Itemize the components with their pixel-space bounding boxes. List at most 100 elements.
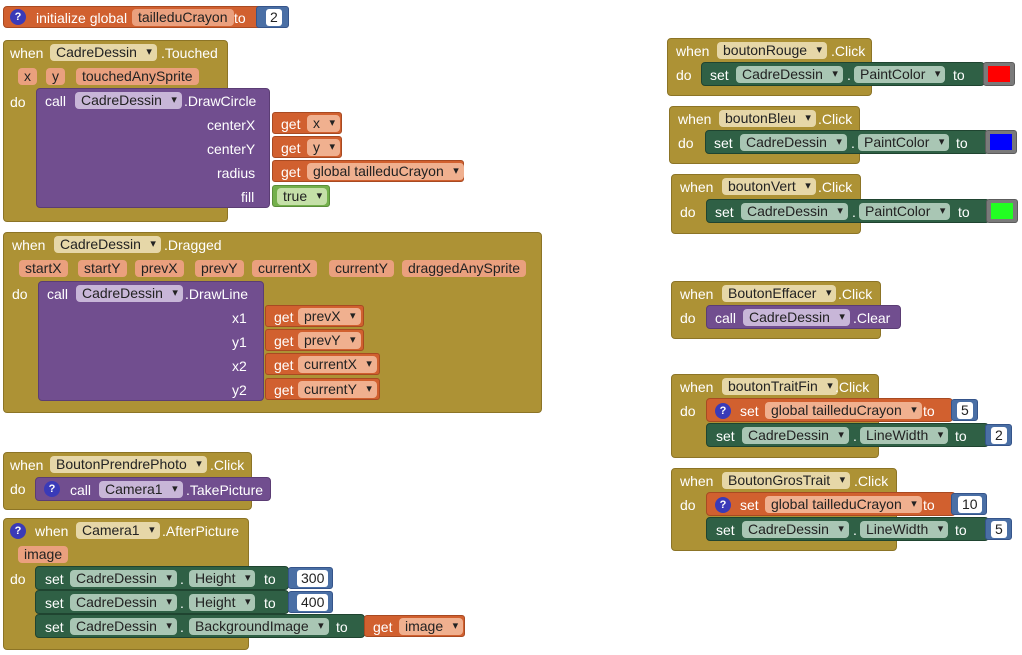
component-dropdown[interactable]: CadreDessin (54, 236, 161, 253)
component-dropdown[interactable]: CadreDessin (76, 285, 183, 302)
component-dropdown[interactable]: CadreDessin (75, 92, 182, 109)
number-400-block[interactable]: 400 (288, 591, 333, 613)
help-icon[interactable]: ? (10, 9, 26, 25)
help-icon[interactable]: ? (715, 497, 731, 513)
global-name-field[interactable]: tailleduCrayon (132, 9, 234, 26)
component-dropdown[interactable]: boutonVert (722, 178, 816, 195)
param-image[interactable]: image (18, 546, 69, 563)
set-paintcolor-green-block[interactable]: set CadreDessin . PaintColor to (706, 199, 990, 223)
number-field[interactable]: 400 (297, 594, 329, 611)
set-global-10-block[interactable]: ? set global tailleduCrayon to (706, 492, 956, 516)
component-dropdown[interactable]: CadreDessin (70, 570, 177, 587)
property-dropdown[interactable]: Height (189, 570, 256, 587)
component-dropdown[interactable]: CadreDessin (70, 618, 177, 635)
var-dropdown[interactable]: global tailleduCrayon (307, 163, 464, 180)
number-5-block[interactable]: 5 (951, 399, 978, 421)
component-dropdown[interactable]: CadreDessin (70, 594, 177, 611)
get-currentY-block[interactable]: get currentY (265, 378, 380, 400)
param-prevX[interactable]: prevX (135, 260, 184, 277)
boolean-dropdown[interactable]: true (277, 188, 328, 205)
color-green-block[interactable] (986, 199, 1018, 223)
component-dropdown[interactable]: boutonRouge (717, 42, 828, 59)
property-dropdown[interactable]: LineWidth (860, 521, 949, 538)
global-dropdown[interactable]: global tailleduCrayon (765, 402, 922, 419)
var-dropdown[interactable]: x (307, 115, 340, 132)
get-image-block[interactable]: get image (364, 615, 465, 637)
blue-swatch[interactable] (990, 134, 1012, 150)
drawcircle-block[interactable]: call CadreDessin .DrawCircle centerX cen… (36, 88, 270, 208)
help-icon[interactable]: ? (44, 481, 60, 497)
number-field[interactable]: 300 (297, 570, 329, 587)
number-10-block[interactable]: 10 (951, 493, 987, 515)
component-dropdown[interactable]: CadreDessin (740, 134, 847, 151)
set-backgroundimage-block[interactable]: set CadreDessin . BackgroundImage to (35, 614, 365, 638)
property-dropdown[interactable]: BackgroundImage (189, 618, 329, 635)
number-field[interactable]: 5 (957, 402, 973, 419)
number-2-block[interactable]: 2 (985, 424, 1012, 446)
set-global-5-block[interactable]: ? set global tailleduCrayon to (706, 398, 953, 422)
takepicture-block[interactable]: ? call Camera1 .TakePicture (35, 477, 271, 501)
get-global-block[interactable]: get global tailleduCrayon (272, 160, 464, 182)
param-y[interactable]: y (46, 68, 65, 85)
set-height-400-block[interactable]: set CadreDessin . Height to (35, 590, 289, 614)
component-dropdown[interactable]: CadreDessin (50, 44, 157, 61)
var-dropdown[interactable]: prevX (298, 308, 361, 325)
help-icon[interactable]: ? (10, 523, 26, 539)
component-dropdown[interactable]: boutonTraitFin (722, 378, 838, 395)
number-5b-block[interactable]: 5 (985, 518, 1012, 540)
number-300-block[interactable]: 300 (288, 567, 333, 589)
property-dropdown[interactable]: PaintColor (859, 203, 951, 220)
component-dropdown[interactable]: boutonBleu (719, 110, 816, 127)
get-prevX-block[interactable]: get prevX (265, 305, 364, 327)
true-block[interactable]: true (272, 185, 330, 207)
component-dropdown[interactable]: CadreDessin (742, 521, 849, 538)
global-dropdown[interactable]: global tailleduCrayon (765, 496, 922, 513)
set-height-300-block[interactable]: set CadreDessin . Height to (35, 566, 289, 590)
drawline-block[interactable]: call CadreDessin .DrawLine x1 y1 x2 y2 (38, 281, 264, 401)
get-prevY-block[interactable]: get prevY (265, 329, 364, 351)
var-dropdown[interactable]: currentY (298, 381, 377, 398)
param-startY[interactable]: startY (78, 260, 127, 277)
component-dropdown[interactable]: BoutonGrosTrait (722, 472, 851, 489)
color-red-block[interactable] (983, 62, 1015, 86)
component-dropdown[interactable]: CadreDessin (741, 203, 848, 220)
param-prevY[interactable]: prevY (195, 260, 244, 277)
green-swatch[interactable] (991, 203, 1013, 219)
param-startX[interactable]: startX (19, 260, 68, 277)
var-dropdown[interactable]: image (399, 618, 464, 635)
var-dropdown[interactable]: prevY (298, 332, 361, 349)
property-dropdown[interactable]: PaintColor (858, 134, 950, 151)
component-dropdown[interactable]: CadreDessin (743, 309, 850, 326)
param-draggedAnySprite[interactable]: draggedAnySprite (402, 260, 527, 277)
component-dropdown[interactable]: Camera1 (76, 522, 160, 539)
property-dropdown[interactable]: LineWidth (860, 427, 949, 444)
number-field[interactable]: 2 (991, 427, 1007, 444)
get-y-block[interactable]: get y (272, 136, 342, 158)
get-x-block[interactable]: get x (272, 112, 342, 134)
init-value-field[interactable]: 2 (266, 9, 282, 26)
clear-block[interactable]: call CadreDessin .Clear (706, 305, 901, 329)
component-dropdown[interactable]: CadreDessin (742, 427, 849, 444)
number-field[interactable]: 10 (958, 496, 982, 513)
color-blue-block[interactable] (985, 130, 1017, 154)
component-dropdown[interactable]: BoutonPrendrePhoto (50, 456, 207, 473)
set-paintcolor-red-block[interactable]: set CadreDessin . PaintColor to (701, 62, 985, 86)
component-dropdown[interactable]: CadreDessin (736, 66, 843, 83)
vert-event-block[interactable]: when boutonVert .Click do (671, 174, 861, 234)
property-dropdown[interactable]: PaintColor (854, 66, 946, 83)
help-icon[interactable]: ? (715, 403, 731, 419)
component-dropdown[interactable]: Camera1 (99, 481, 183, 498)
param-touchedAnySprite[interactable]: touchedAnySprite (76, 68, 199, 85)
red-swatch[interactable] (988, 66, 1010, 82)
set-linewidth-2-block[interactable]: set CadreDessin . LineWidth to (706, 423, 989, 447)
param-currentX[interactable]: currentX (252, 260, 317, 277)
get-currentX-block[interactable]: get currentX (265, 353, 380, 375)
set-paintcolor-blue-block[interactable]: set CadreDessin . PaintColor to (705, 130, 989, 154)
component-dropdown[interactable]: BoutonEffacer (722, 285, 837, 302)
property-dropdown[interactable]: Height (189, 594, 256, 611)
var-dropdown[interactable]: y (307, 139, 340, 156)
init-global-block[interactable]: ? initialize global tailleduCrayon to (3, 6, 289, 28)
param-x[interactable]: x (18, 68, 37, 85)
set-linewidth-5-block[interactable]: set CadreDessin . LineWidth to (706, 517, 989, 541)
init-value-block[interactable]: 2 (256, 6, 289, 28)
